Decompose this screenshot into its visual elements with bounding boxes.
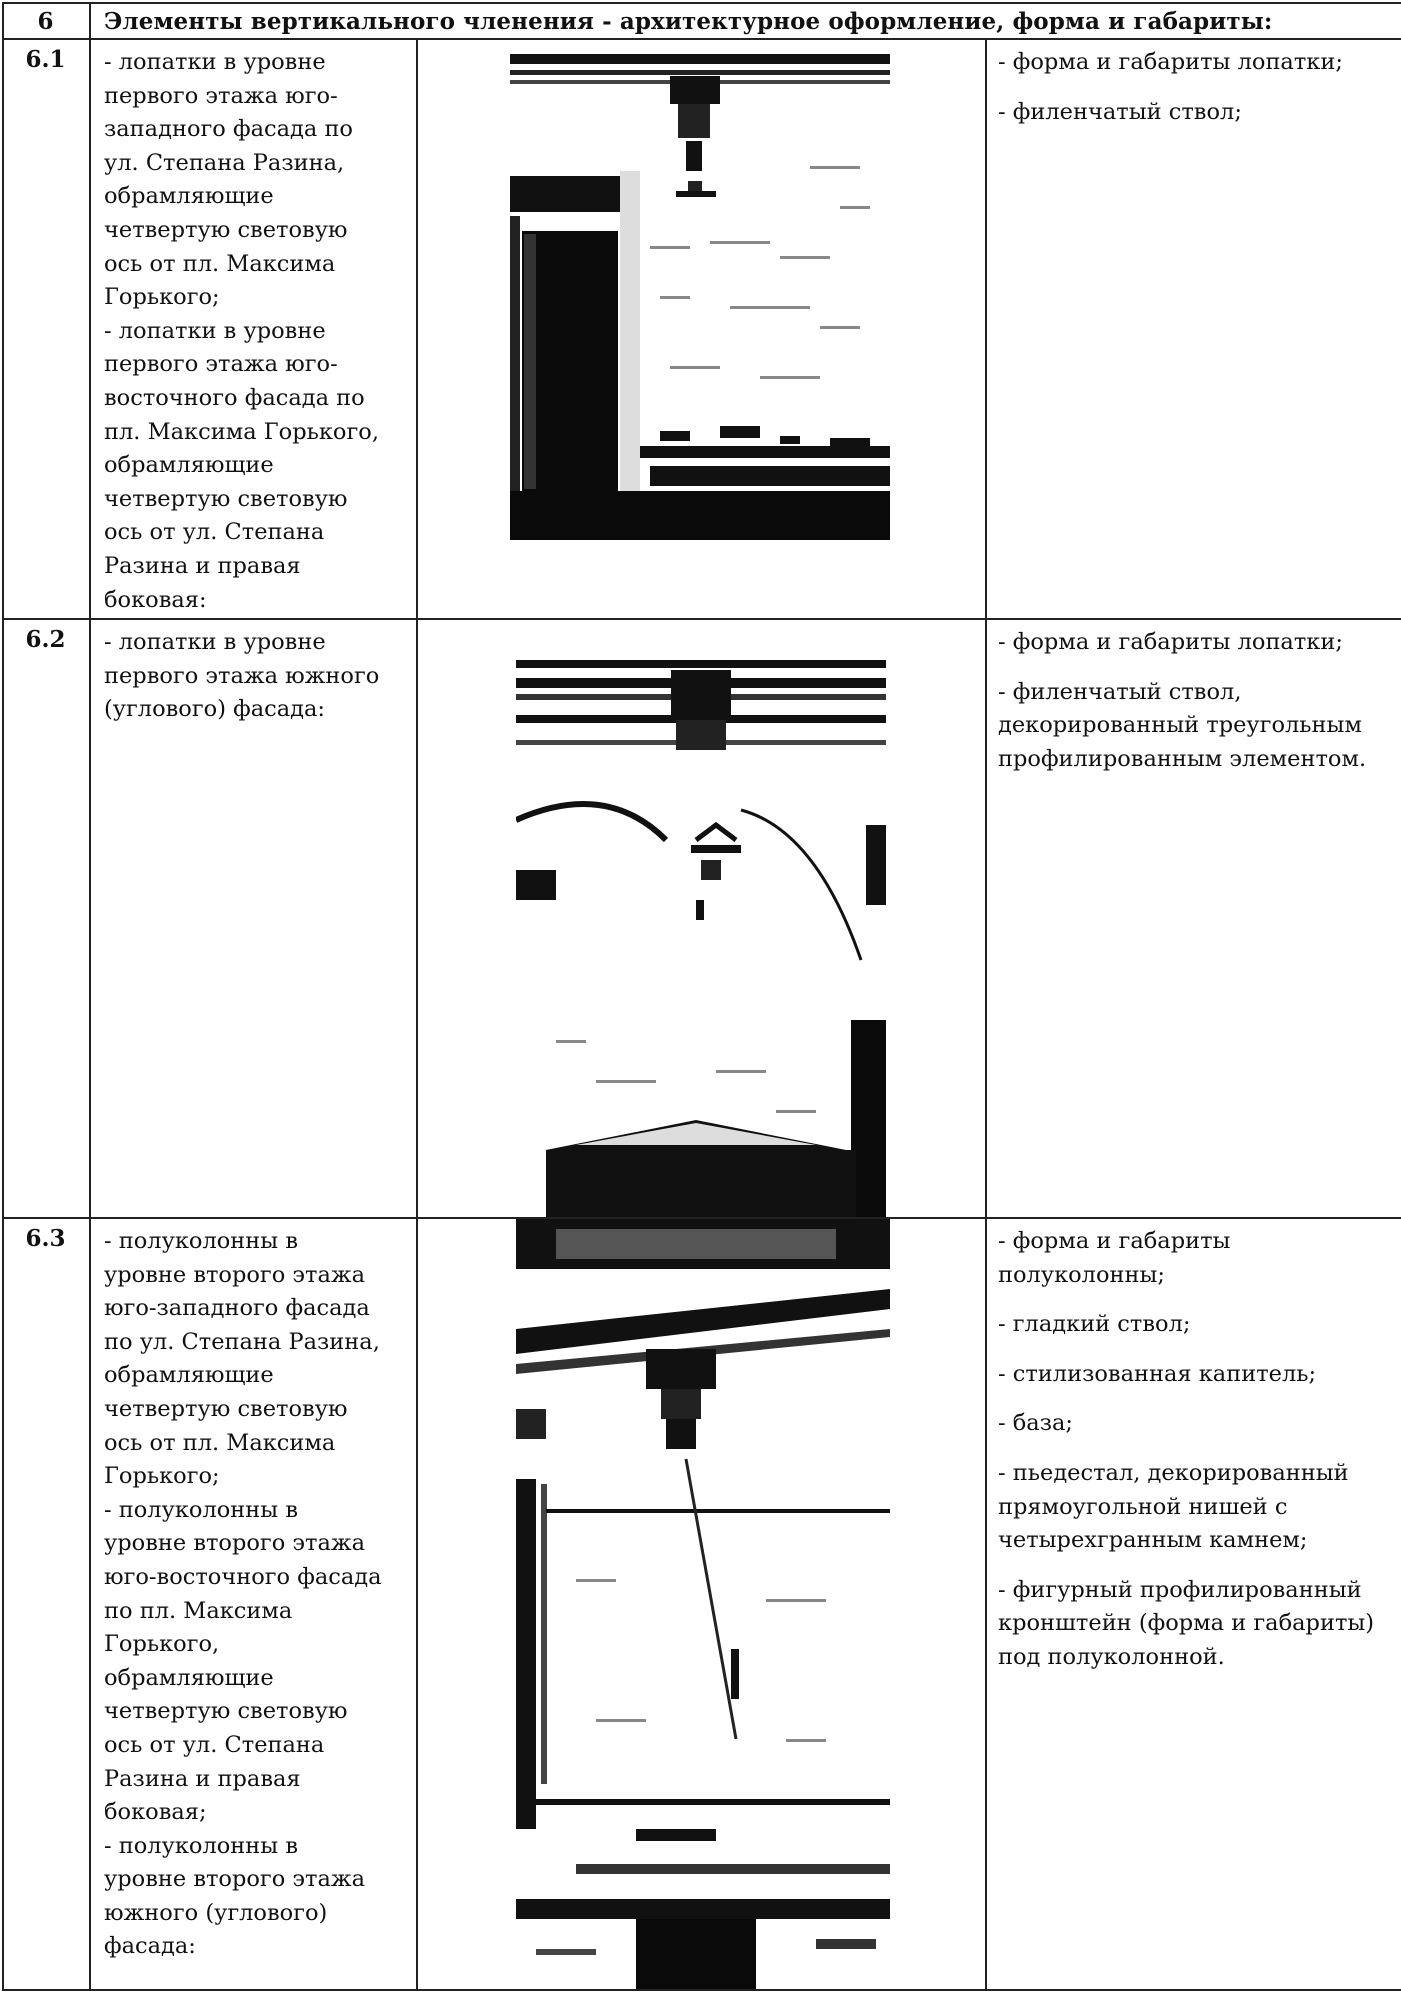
feature-item: - стилизованная капитель; <box>998 1360 1317 1387</box>
description-line: - полуколонны в <box>104 1832 298 1859</box>
section-number: 6 <box>37 8 54 35</box>
description-line: уровне второго этажа <box>104 1866 365 1893</box>
description-line: обрамляющие <box>104 1362 274 1389</box>
feature-item: - гладкий ствол; <box>998 1311 1191 1338</box>
feature-item: - форма и габариты полуколонны; <box>998 1228 1231 1288</box>
section-title: Элементы вертикального членения - архите… <box>104 8 1273 35</box>
desc-col-border <box>416 38 418 1991</box>
left-border <box>2 2 4 1991</box>
description-line: Разина и правая <box>104 1765 301 1792</box>
row-6-1-bottom-border <box>2 618 1401 620</box>
description-line: Разина и правая <box>104 552 301 579</box>
description-line: по ул. Степана Разина, <box>104 1328 380 1355</box>
row-number: 6.3 <box>25 1225 66 1252</box>
description-line: - полуколонны в <box>104 1496 298 1523</box>
photo-col-border <box>985 38 987 1991</box>
description-line: пл. Максима Горького, <box>104 418 379 445</box>
row-6-2-bottom-border <box>2 1217 1401 1219</box>
description-line: четвертую световую <box>104 485 348 512</box>
description-line: боковая; <box>104 1799 207 1826</box>
description-line: ось от ул. Степана <box>104 519 325 546</box>
description-line: по пл. Максима <box>104 1597 293 1624</box>
description-line: юго-восточного фасада <box>104 1563 382 1590</box>
row-number: 6.2 <box>25 626 66 653</box>
feature-item: - база; <box>998 1410 1073 1437</box>
description-line: южного (углового) <box>104 1899 328 1926</box>
description-line: западного фасада по <box>104 116 353 143</box>
description-line: четвертую световую <box>104 1395 348 1422</box>
description-line: первого этажа юго- <box>104 82 338 109</box>
description-line: - лопатки в уровне <box>104 49 326 75</box>
description-line: ось от пл. Максима <box>104 250 336 277</box>
description-line: обрамляющие <box>104 452 274 479</box>
description-line: первого этажа южного <box>104 662 380 689</box>
row-number: 6.1 <box>25 46 66 73</box>
facade-photo <box>516 660 886 1217</box>
description-line: Горького; <box>104 284 220 311</box>
feature-item: - филенчатый ствол; <box>998 98 1242 125</box>
description-line: - лопатки в уровне <box>104 629 326 655</box>
description-line: ось от пл. Максима <box>104 1429 336 1456</box>
description-line: ул. Степана Разина, <box>104 149 345 176</box>
description-line: восточного фасада по <box>104 384 365 411</box>
description-line: - полуколонны в <box>104 1228 298 1254</box>
row-description: - лопатки в уровне первого этажа юго-запа… <box>104 46 379 617</box>
facade-photo <box>516 1219 890 1989</box>
description-line: (углового) фасада: <box>104 696 326 723</box>
header-bottom-border <box>2 38 1401 40</box>
table-top-border <box>2 2 1401 4</box>
description-line: уровне второго этажа <box>104 1261 365 1288</box>
row-description: - лопатки в уровне первого этажа южного (у… <box>104 626 379 727</box>
description-line: четвертую световую <box>104 216 348 243</box>
description-line: - лопатки в уровне <box>104 317 326 344</box>
feature-item: - форма и габариты лопатки; <box>998 629 1343 655</box>
description-line: Горького; <box>104 1463 220 1490</box>
feature-item: - форма и габариты лопатки; <box>998 49 1343 75</box>
num-col-border <box>89 2 91 1991</box>
row-features: - форма и габариты лопатки; - филенчатый … <box>998 46 1398 145</box>
description-line: ось от ул. Степана <box>104 1731 325 1758</box>
feature-item: - пьедестал, декорированный прямоугольно… <box>998 1459 1349 1554</box>
description-line: уровне второго этажа <box>104 1530 365 1557</box>
feature-item: - фигурный профилированный кронштейн (фо… <box>998 1576 1375 1670</box>
row-description: - полуколонны в уровне второго этажа юго-з… <box>104 1225 382 1964</box>
description-line: обрамляющие <box>104 1664 274 1691</box>
description-line: юго-западного фасада <box>104 1295 370 1322</box>
facade-photo <box>510 46 890 540</box>
description-line: боковая: <box>104 586 207 613</box>
row-features: - форма и габариты лопатки; - филенчатый … <box>998 626 1398 792</box>
feature-item: - филенчатый ствол, декорированный треуг… <box>998 678 1367 772</box>
description-line: Горького, <box>104 1631 220 1658</box>
description-line: четвертую световую <box>104 1698 348 1725</box>
description-line: первого этажа юго- <box>104 351 338 378</box>
description-line: фасада: <box>104 1933 196 1960</box>
description-line: обрамляющие <box>104 183 274 210</box>
table-bottom-border <box>2 1989 1401 1991</box>
row-features: - форма и габариты полуколонны; - гладкий… <box>998 1225 1398 1691</box>
